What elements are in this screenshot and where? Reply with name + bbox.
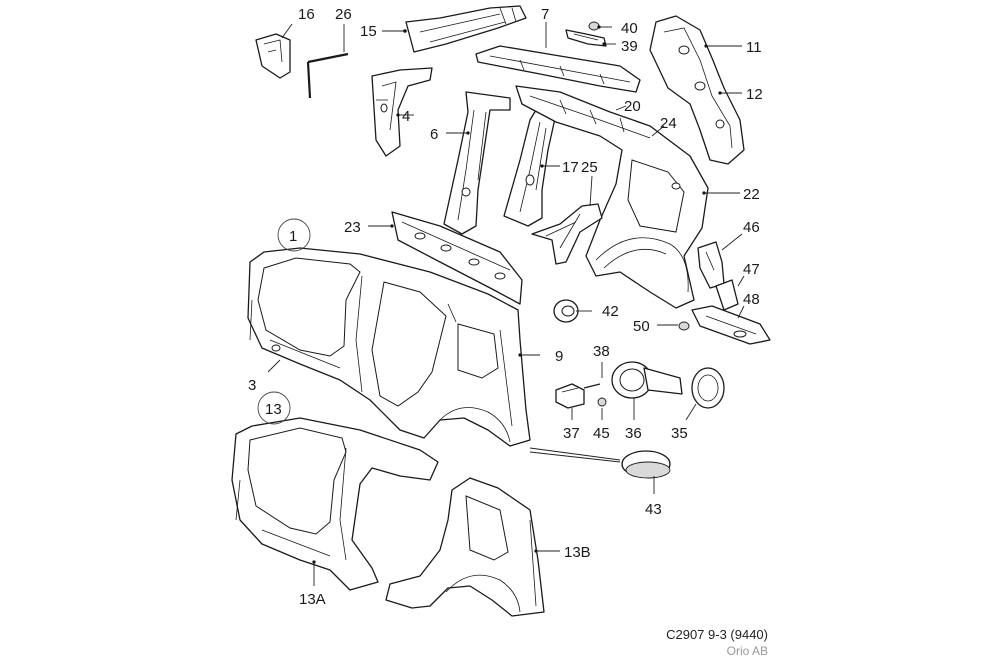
part-38-cable xyxy=(583,362,603,389)
callout-23: 23 xyxy=(344,219,361,236)
callout-4: 4 xyxy=(402,108,410,125)
callout-46: 46 xyxy=(743,219,760,236)
callout-35: 35 xyxy=(671,425,688,442)
callout-42: 42 xyxy=(602,303,619,320)
part-48-strip xyxy=(691,305,771,345)
part-13b-rear-side-panel xyxy=(385,477,560,617)
callout-13B: 13B xyxy=(564,544,591,561)
callout-20: 20 xyxy=(624,98,641,115)
part-47-bracket xyxy=(715,275,745,311)
part-46-bracket xyxy=(697,233,743,289)
callout-7: 7 xyxy=(541,6,549,23)
callout-45: 45 xyxy=(593,425,610,442)
callout-24: 24 xyxy=(660,115,677,132)
callout-47: 47 xyxy=(743,261,760,278)
part-4-a-pillar xyxy=(371,67,433,157)
callout-16: 16 xyxy=(298,6,315,23)
part-6-b-pillar xyxy=(443,91,511,235)
callout-37: 37 xyxy=(563,425,580,442)
part-13a-front-side-panel xyxy=(231,417,439,591)
callout-50: 50 xyxy=(633,318,650,335)
part-20-rear-inner xyxy=(515,85,740,309)
callout-6: 6 xyxy=(430,126,438,143)
callout-39: 39 xyxy=(621,38,638,55)
group-circle-13 xyxy=(257,391,291,425)
drawing-caption: C2907 9-3 (9440) Orio AB xyxy=(666,626,768,660)
group-circle-1 xyxy=(277,218,311,252)
callout-22: 22 xyxy=(743,186,760,203)
callout-12: 12 xyxy=(746,86,763,103)
part-43-cap xyxy=(621,450,671,494)
callout-40: 40 xyxy=(621,20,638,37)
part-36-filler-housing xyxy=(611,361,683,420)
part-45-clip xyxy=(597,397,607,420)
part-50-grommet xyxy=(657,321,690,331)
callout-13A: 13A xyxy=(299,591,326,608)
part-1-side-panel xyxy=(247,247,621,463)
callout-48: 48 xyxy=(743,291,760,308)
callout-13: 13 xyxy=(265,401,282,418)
part-16-bracket xyxy=(255,23,293,79)
part-11-12-rear-pillar xyxy=(649,15,745,165)
callout-11: 11 xyxy=(746,39,762,56)
part-39-bracket xyxy=(565,29,616,47)
part-15-roof-rail xyxy=(382,5,527,53)
callout-15: 15 xyxy=(360,23,377,40)
publisher-credit: Orio AB xyxy=(726,644,768,658)
callout-labels: 1 13 16 26 15 7 40 39 11 12 4 6 20 24 17… xyxy=(248,6,763,608)
callout-3: 3 xyxy=(248,377,256,394)
callout-25: 25 xyxy=(581,159,598,176)
part-25-arch-bracket xyxy=(531,175,603,265)
callout-36: 36 xyxy=(625,425,642,442)
callout-38: 38 xyxy=(593,343,610,360)
callout-9: 9 xyxy=(555,348,563,365)
part-40-clip xyxy=(588,21,612,31)
part-17-b-pillar-inner xyxy=(503,109,560,227)
part-42-grommet xyxy=(553,299,592,323)
part-23-reinforcement xyxy=(368,211,523,305)
part-7-rail xyxy=(475,22,641,93)
drawing-code: C2907 9-3 (9440) xyxy=(666,627,768,642)
callout-26: 26 xyxy=(335,6,352,23)
callout-17: 17 xyxy=(562,159,579,176)
part-37-actuator xyxy=(555,383,585,420)
part-26-rod xyxy=(306,24,349,99)
callout-1: 1 xyxy=(289,228,297,245)
part-35-filler-flap xyxy=(685,367,725,421)
callout-43: 43 xyxy=(645,501,662,518)
